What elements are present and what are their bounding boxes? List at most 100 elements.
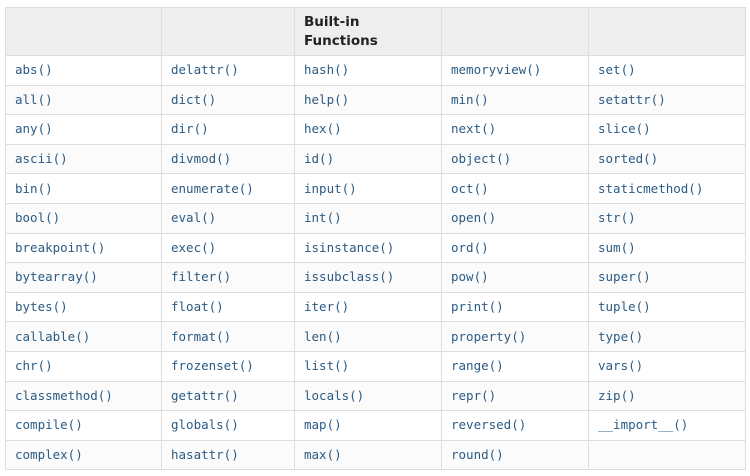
function-link[interactable]: eval() xyxy=(171,210,217,226)
function-link[interactable]: isinstance() xyxy=(304,239,395,255)
function-link[interactable]: iter() xyxy=(304,299,350,315)
table-cell: sorted() xyxy=(588,143,746,175)
function-link[interactable]: exec() xyxy=(171,239,217,255)
function-link[interactable]: enumerate() xyxy=(171,180,254,196)
table-cell: print() xyxy=(441,291,589,323)
table-cell: vars() xyxy=(588,350,746,382)
function-link[interactable]: hex() xyxy=(304,121,342,137)
function-link[interactable]: ord() xyxy=(451,239,489,255)
function-link[interactable]: delattr() xyxy=(171,62,239,78)
function-link[interactable]: min() xyxy=(451,91,489,107)
function-link[interactable]: any() xyxy=(15,121,53,137)
table-row: bytearray() filter() issubclass() pow() supe… xyxy=(5,262,746,293)
function-link[interactable]: open() xyxy=(451,210,497,226)
table-cell: repr() xyxy=(441,380,589,412)
function-link[interactable]: map() xyxy=(304,417,342,433)
function-link[interactable]: slice() xyxy=(598,121,651,137)
function-link[interactable]: range() xyxy=(451,358,504,374)
function-link[interactable]: id() xyxy=(304,151,335,167)
table-cell: globals() xyxy=(161,410,295,441)
function-link[interactable]: compile() xyxy=(15,417,83,433)
function-link[interactable]: abs() xyxy=(15,62,53,78)
function-link[interactable]: pow() xyxy=(451,269,489,285)
table-cell: divmod() xyxy=(161,143,295,175)
function-link[interactable]: callable() xyxy=(15,328,91,344)
table-cell: eval() xyxy=(161,202,295,234)
function-link[interactable]: staticmethod() xyxy=(598,180,704,196)
function-link[interactable]: complex() xyxy=(15,447,83,463)
function-link[interactable]: chr() xyxy=(15,358,53,374)
function-link[interactable]: classmethod() xyxy=(15,387,113,403)
function-link[interactable]: oct() xyxy=(451,180,489,196)
function-link[interactable]: len() xyxy=(304,328,342,344)
function-link[interactable]: input() xyxy=(304,180,357,196)
table-cell: exec() xyxy=(161,232,295,264)
function-link[interactable]: str() xyxy=(598,210,636,226)
function-link[interactable]: memoryview() xyxy=(451,62,542,78)
table-row: any() dir() hex() next() slice() xyxy=(5,114,746,145)
function-link[interactable]: vars() xyxy=(598,358,644,374)
function-link[interactable]: bin() xyxy=(15,180,53,196)
function-link[interactable]: float() xyxy=(171,299,224,315)
function-link[interactable]: reversed() xyxy=(451,417,527,433)
function-link[interactable]: dir() xyxy=(171,121,209,137)
function-link[interactable]: globals() xyxy=(171,417,239,433)
function-link[interactable]: help() xyxy=(304,91,350,107)
table-row: callable() format() len() property() type() xyxy=(5,321,746,352)
table-cell: abs() xyxy=(5,55,162,86)
table-cell: bin() xyxy=(5,173,162,204)
function-link[interactable]: format() xyxy=(171,328,232,344)
table-cell: frozenset() xyxy=(161,350,295,382)
function-link[interactable]: setattr() xyxy=(598,91,666,107)
function-link[interactable]: breakpoint() xyxy=(15,239,106,255)
table-cell: issubclass() xyxy=(294,262,442,293)
function-link[interactable]: object() xyxy=(451,151,512,167)
function-link[interactable]: bytearray() xyxy=(15,269,98,285)
table-cell: complex() xyxy=(5,439,162,471)
function-link[interactable]: property() xyxy=(451,328,527,344)
table-row: bin() enumerate() input() oct() staticmethod… xyxy=(5,173,746,204)
function-link[interactable]: bytes() xyxy=(15,299,68,315)
table-cell: help() xyxy=(294,84,442,116)
function-link[interactable]: divmod() xyxy=(171,151,232,167)
function-link[interactable]: all() xyxy=(15,91,53,107)
function-link[interactable]: type() xyxy=(598,328,644,344)
function-link[interactable]: next() xyxy=(451,121,497,137)
table-cell: property() xyxy=(441,321,589,352)
table-cell: compile() xyxy=(5,410,162,441)
function-link[interactable]: sum() xyxy=(598,239,636,255)
function-link[interactable]: super() xyxy=(598,269,651,285)
function-link[interactable]: int() xyxy=(304,210,342,226)
table-cell: setattr() xyxy=(588,84,746,116)
table-row: compile() globals() map() reversed() __impor… xyxy=(5,410,746,441)
function-link[interactable]: hash() xyxy=(304,62,350,78)
function-link[interactable]: issubclass() xyxy=(304,269,395,285)
function-link[interactable]: print() xyxy=(451,299,504,315)
table-cell: min() xyxy=(441,84,589,116)
table-cell: bytes() xyxy=(5,291,162,323)
function-link[interactable]: bool() xyxy=(15,210,61,226)
function-link[interactable]: round() xyxy=(451,447,504,463)
function-link[interactable]: zip() xyxy=(598,387,636,403)
function-link[interactable]: dict() xyxy=(171,91,217,107)
table-cell: callable() xyxy=(5,321,162,352)
table-cell: staticmethod() xyxy=(588,173,746,204)
function-link[interactable]: getattr() xyxy=(171,387,239,403)
function-link[interactable]: tuple() xyxy=(598,299,651,315)
function-link[interactable]: locals() xyxy=(304,387,365,403)
function-link[interactable]: set() xyxy=(598,62,636,78)
table-cell xyxy=(588,439,746,471)
table-cell: max() xyxy=(294,439,442,471)
function-link[interactable]: max() xyxy=(304,447,342,463)
function-link[interactable]: hasattr() xyxy=(171,447,239,463)
function-link[interactable]: sorted() xyxy=(598,151,659,167)
function-link[interactable]: filter() xyxy=(171,269,232,285)
table-cell: float() xyxy=(161,291,295,323)
table-row: all() dict() help() min() setattr() xyxy=(5,84,746,116)
function-link[interactable]: list() xyxy=(304,358,350,374)
table-cell: sum() xyxy=(588,232,746,264)
function-link[interactable]: repr() xyxy=(451,387,497,403)
function-link[interactable]: frozenset() xyxy=(171,358,254,374)
function-link[interactable]: ascii() xyxy=(15,151,68,167)
function-link[interactable]: __import__() xyxy=(598,417,689,433)
